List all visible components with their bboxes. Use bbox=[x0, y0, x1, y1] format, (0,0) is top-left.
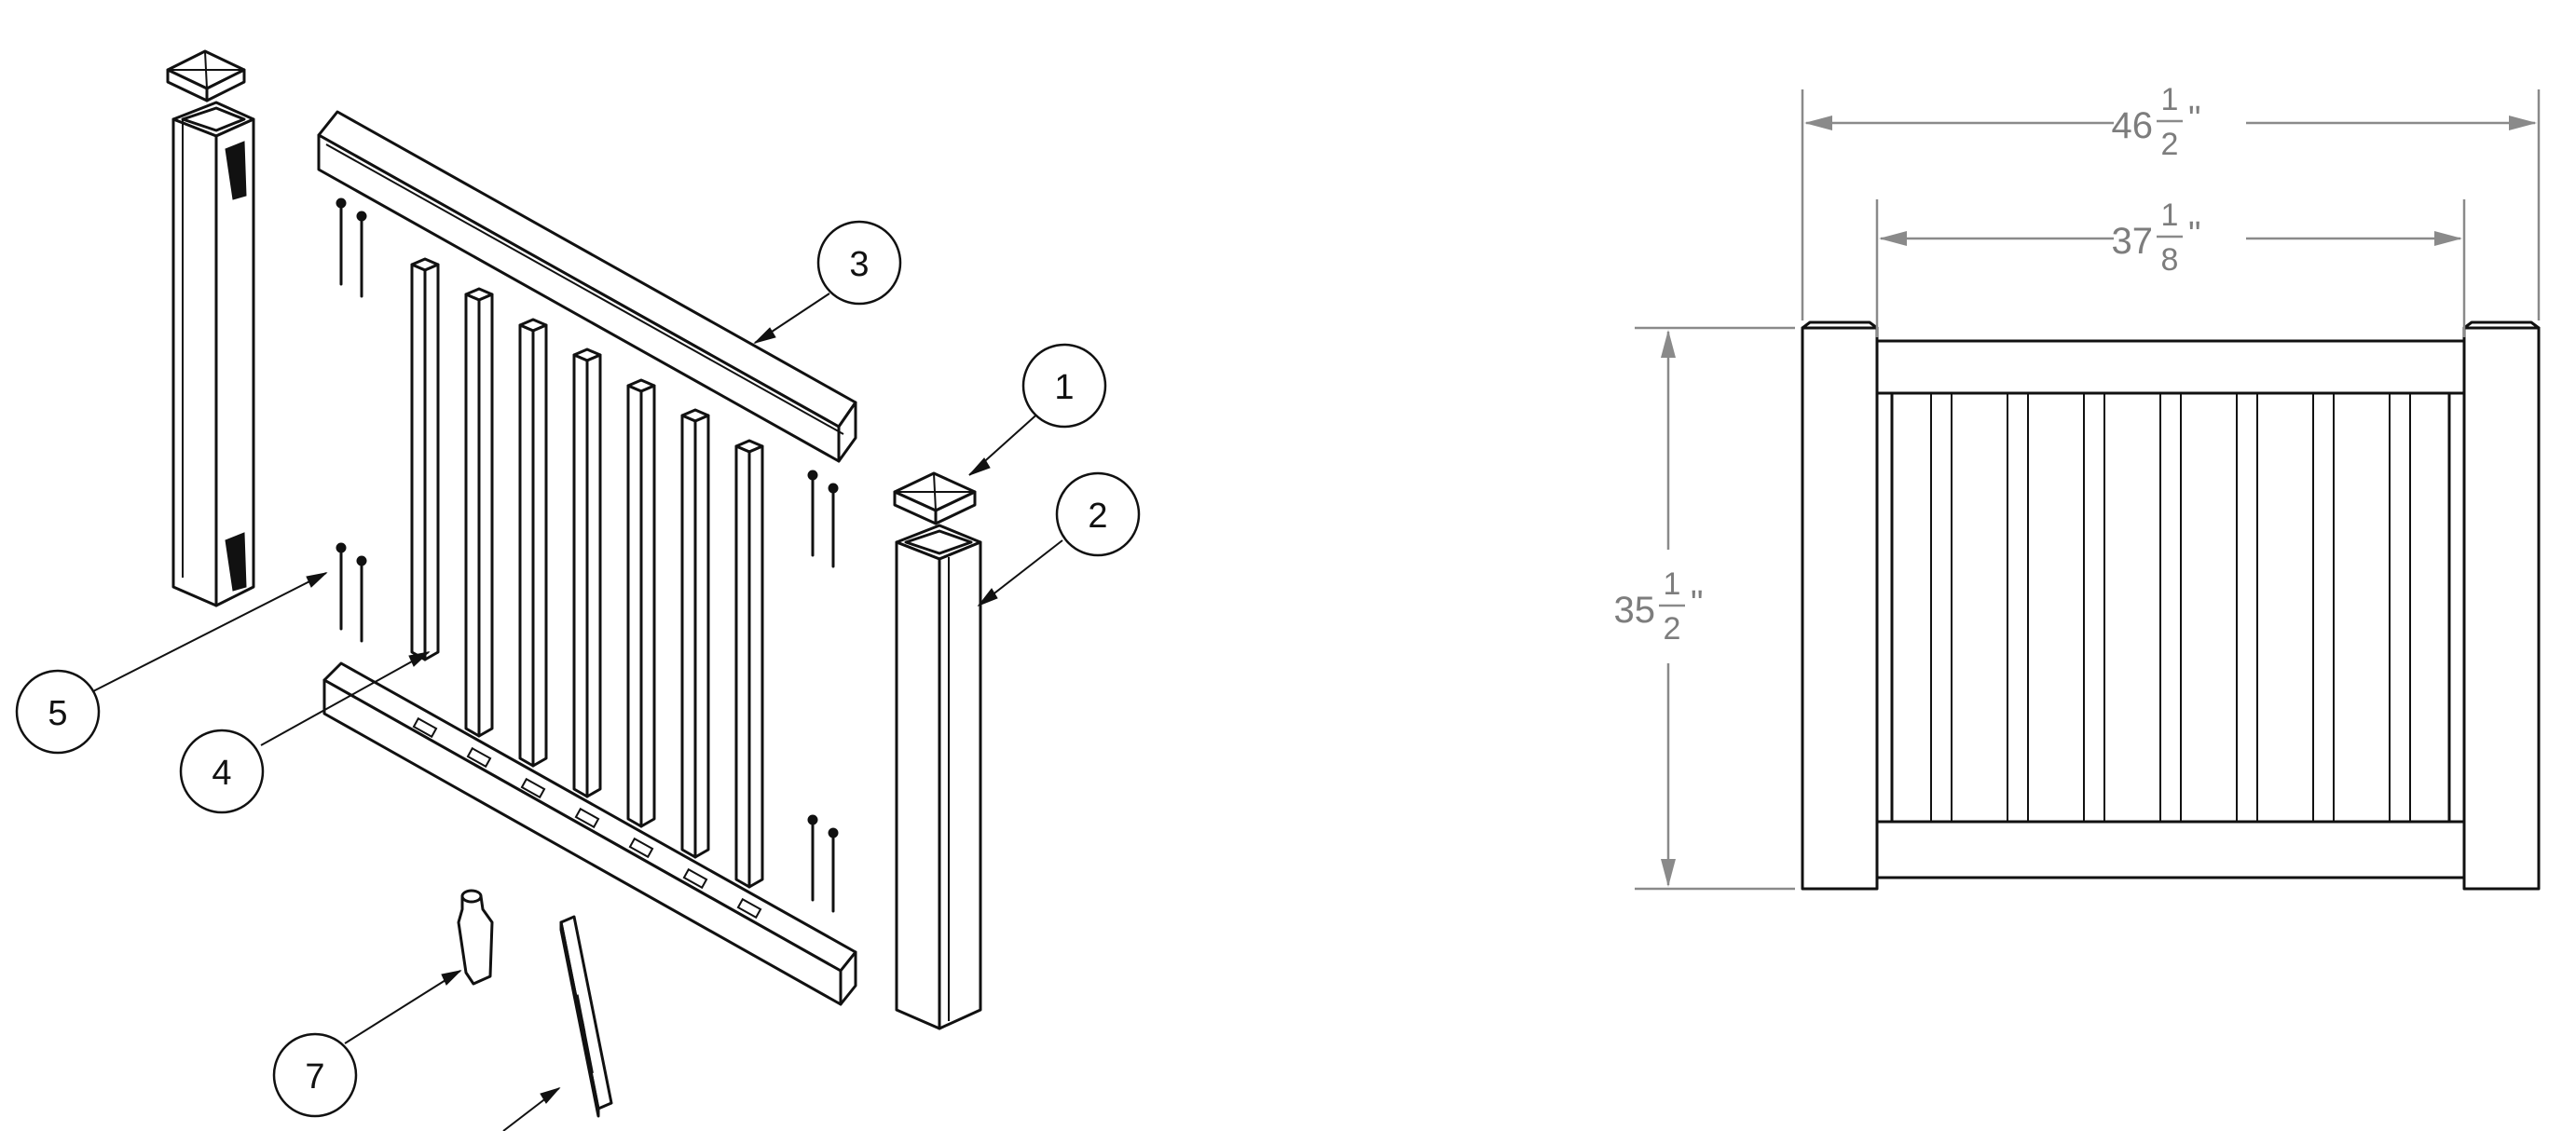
svg-text:1: 1 bbox=[2161, 198, 2179, 233]
screws bbox=[336, 198, 839, 913]
elevation-bottom-rail bbox=[1875, 820, 2466, 879]
svg-text:37: 37 bbox=[2112, 221, 2154, 262]
left-post-cap bbox=[166, 49, 246, 102]
svg-text:2: 2 bbox=[1664, 611, 1681, 647]
elevation-infill bbox=[1890, 391, 2451, 824]
elevation-left-post bbox=[1801, 320, 1879, 891]
screw-pair bbox=[807, 470, 839, 568]
left-post bbox=[171, 101, 255, 607]
picket bbox=[410, 257, 440, 661]
picket bbox=[626, 378, 656, 828]
callout-1: 1 bbox=[1021, 343, 1107, 429]
svg-text:2: 2 bbox=[2161, 127, 2179, 162]
exploded-view: 1 2 3 4 5 7 bbox=[15, 49, 1141, 1131]
svg-text:35: 35 bbox=[1614, 590, 1656, 631]
svg-text:": " bbox=[2188, 215, 2201, 254]
svg-text:1: 1 bbox=[2161, 82, 2179, 117]
dimension-overall-width: 46 1 2 " bbox=[1801, 82, 2541, 320]
picket bbox=[464, 287, 494, 738]
top-rail bbox=[317, 110, 857, 463]
screw-pair bbox=[336, 198, 367, 298]
leader-lines bbox=[92, 293, 1063, 1131]
svg-text:": " bbox=[2188, 100, 2201, 139]
rail-picket-slots bbox=[412, 716, 762, 920]
callout-5: 5 bbox=[15, 669, 101, 755]
callout-4: 4 bbox=[179, 729, 265, 814]
svg-text:7: 7 bbox=[305, 1057, 324, 1097]
right-post-cap bbox=[893, 471, 977, 525]
elevation-top-rail bbox=[1875, 339, 2466, 395]
svg-text:1: 1 bbox=[1664, 566, 1681, 602]
picket bbox=[572, 347, 602, 798]
svg-text:8: 8 bbox=[2161, 242, 2179, 278]
callout-3: 3 bbox=[816, 220, 902, 306]
screw-pair bbox=[807, 814, 839, 913]
dimension-height: 35 1 2 " bbox=[1614, 326, 1795, 891]
svg-text:": " bbox=[1691, 584, 1704, 623]
right-post bbox=[895, 524, 982, 1030]
bottom-rail bbox=[322, 661, 857, 1006]
instruction-card bbox=[559, 915, 613, 1118]
elevation-pickets bbox=[1930, 392, 2411, 823]
svg-text:2: 2 bbox=[1088, 497, 1107, 536]
picket bbox=[518, 318, 548, 768]
dimension-inner-width: 37 1 8 " bbox=[1875, 198, 2466, 337]
pickets bbox=[410, 257, 764, 889]
picket bbox=[680, 408, 710, 859]
svg-text:3: 3 bbox=[849, 245, 869, 284]
callout-7: 7 bbox=[272, 1032, 358, 1118]
card-printing bbox=[573, 994, 594, 1074]
front-elevation: 46 1 2 " 37 1 8 " 35 bbox=[1614, 82, 2541, 891]
elevation-right-post bbox=[2462, 320, 2541, 891]
picket bbox=[734, 439, 764, 889]
callout-2: 2 bbox=[1055, 471, 1141, 557]
svg-text:1: 1 bbox=[1054, 368, 1074, 407]
svg-text:5: 5 bbox=[48, 694, 67, 733]
screw-pair bbox=[336, 542, 367, 643]
svg-text:46: 46 bbox=[2112, 105, 2154, 146]
svg-text:4: 4 bbox=[212, 754, 231, 793]
post-insert bbox=[457, 889, 494, 986]
